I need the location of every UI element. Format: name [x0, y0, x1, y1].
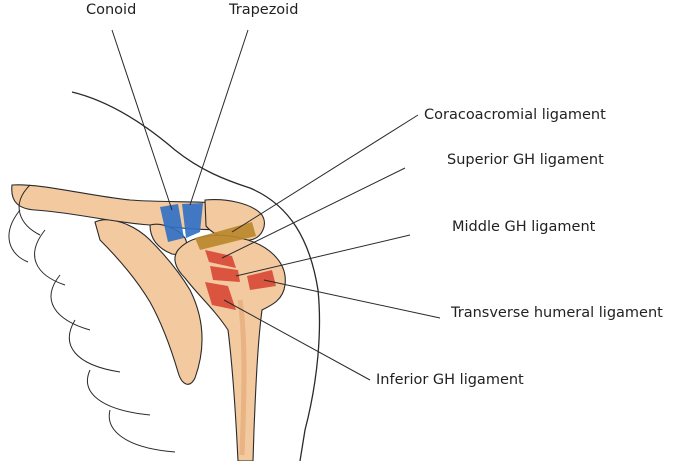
scapula: [94, 219, 203, 385]
rib-7: [8, 209, 29, 263]
leader-transverse-humeral: [263, 279, 441, 319]
label-superior-gh-ligament: Superior GH ligament: [447, 152, 604, 168]
middle-gh-ligament: [210, 266, 240, 282]
trapezoid-ligament: [182, 203, 203, 238]
rib-6: [108, 409, 176, 453]
label-middle-gh-ligament: Middle GH ligament: [452, 219, 596, 235]
leader-middle-gh: [235, 234, 411, 277]
inferior-gh-ligament: [205, 282, 236, 310]
label-conoid: Conoid: [86, 2, 137, 18]
label-trapezoid: Trapezoid: [229, 2, 299, 18]
humerus: [174, 234, 286, 461]
leader-conoid: [111, 29, 173, 211]
conoid-ligament: [160, 204, 184, 242]
body-contour: [71, 91, 321, 461]
coracoacromial-ligament: [195, 222, 256, 250]
rib-3: [50, 274, 91, 331]
rib-1: [18, 184, 41, 236]
humerus-shading: [237, 299, 247, 456]
rib-5: [87, 369, 151, 416]
leader-coracoacromial: [231, 114, 419, 233]
label-transverse-humeral-ligament: Transverse humeral ligament: [451, 305, 663, 321]
leader-superior-gh: [221, 167, 406, 259]
rib-4: [69, 319, 121, 373]
leader-trapezoid: [189, 29, 249, 206]
leader-inferior-gh: [223, 299, 371, 381]
label-inferior-gh-ligament: Inferior GH ligament: [376, 372, 524, 388]
label-coracoacromial-ligament: Coracoacromial ligament: [424, 107, 606, 123]
transverse-humeral-ligament: [247, 270, 276, 290]
superior-gh-ligament: [205, 250, 236, 268]
rib-2: [34, 229, 66, 286]
